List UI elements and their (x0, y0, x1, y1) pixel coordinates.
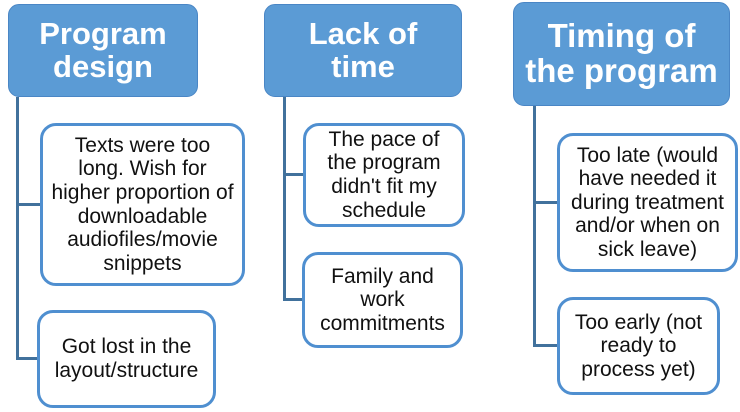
feedback-box-family-work: Family and work commitments (302, 252, 463, 348)
category-header-timing: Timing of the program (513, 2, 730, 106)
feedback-box-pace: The pace of the program didn't fit my sc… (303, 123, 465, 227)
connector-stub-col1-child1 (16, 203, 42, 206)
connector-stub-col2-child1 (283, 173, 305, 176)
connector-vline-col3 (533, 106, 536, 347)
connector-stub-col1-child2 (16, 357, 39, 360)
feedback-box-too-late: Too late (would have needed it during tr… (557, 133, 738, 272)
category-header-lack-of-time: Lack of time (264, 4, 462, 97)
category-header-program-design: Program design (8, 4, 198, 97)
feedback-box-too-early: Too early (not ready to process yet) (557, 297, 720, 395)
connector-stub-col3-child1 (533, 201, 559, 204)
connector-vline-col2 (283, 97, 286, 301)
connector-stub-col2-child2 (283, 298, 304, 301)
connector-stub-col3-child2 (533, 344, 559, 347)
connector-vline-col1 (16, 97, 19, 360)
feedback-box-texts-too-long: Texts were too long. Wish for higher pro… (40, 123, 245, 286)
feedback-box-got-lost: Got lost in the layout/structure (37, 310, 216, 408)
